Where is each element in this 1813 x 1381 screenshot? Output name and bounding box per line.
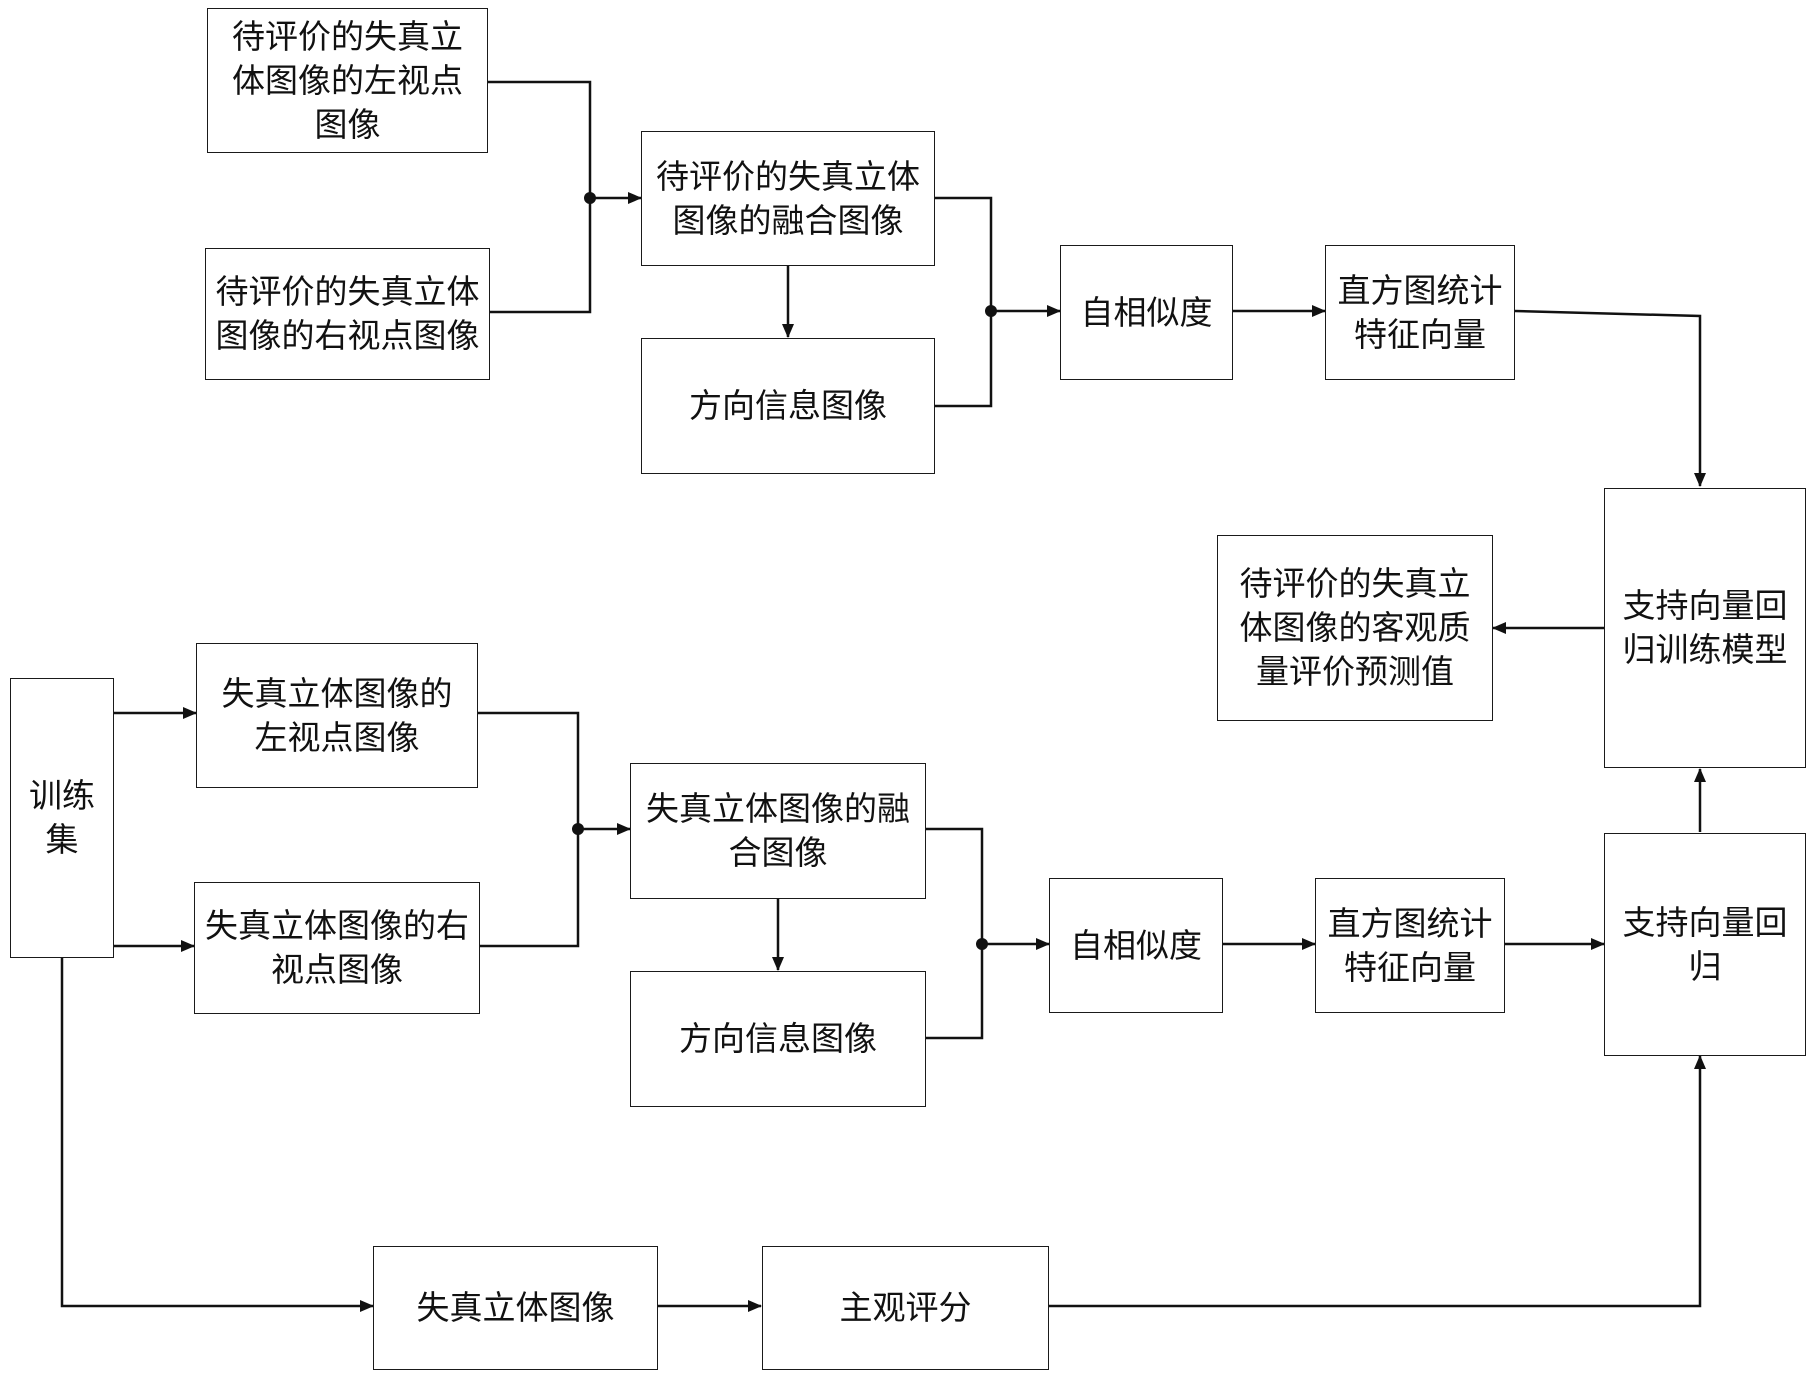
distorted-image-label: 失真立体图像 bbox=[417, 1286, 615, 1330]
bottom-right-view-box: 失真立体图像的右 视点图像 bbox=[194, 882, 480, 1014]
junction-dot bbox=[985, 305, 997, 317]
edge-bot-left-to-junction bbox=[478, 713, 578, 829]
prediction-label: 待评价的失真立 体图像的客观质 量评价预测值 bbox=[1240, 562, 1471, 694]
bottom-left-view-label: 失真立体图像的 左视点图像 bbox=[222, 672, 453, 760]
training-set-box: 训练 集 bbox=[10, 678, 114, 958]
top-fusion-box: 待评价的失真立体 图像的融合图像 bbox=[641, 131, 935, 266]
edge-top-right-to-junction bbox=[490, 198, 590, 312]
prediction-box: 待评价的失真立 体图像的客观质 量评价预测值 bbox=[1217, 535, 1493, 721]
top-orientation-box: 方向信息图像 bbox=[641, 338, 935, 474]
top-self-similarity-box: 自相似度 bbox=[1060, 245, 1233, 380]
bottom-histogram-box: 直方图统计 特征向量 bbox=[1315, 878, 1505, 1013]
bottom-orientation-box: 方向信息图像 bbox=[630, 971, 926, 1107]
bottom-left-view-box: 失真立体图像的 左视点图像 bbox=[196, 643, 478, 788]
svr-label: 支持向量回 归 bbox=[1623, 901, 1788, 989]
top-histogram-box: 直方图统计 特征向量 bbox=[1325, 245, 1515, 380]
top-orientation-label: 方向信息图像 bbox=[689, 384, 887, 428]
top-fusion-label: 待评价的失真立体 图像的融合图像 bbox=[656, 155, 920, 243]
distorted-image-box: 失真立体图像 bbox=[373, 1246, 658, 1370]
bottom-orientation-label: 方向信息图像 bbox=[679, 1017, 877, 1061]
edge-top-hist-to-model bbox=[1515, 311, 1700, 486]
top-right-view-box: 待评价的失真立体 图像的右视点图像 bbox=[205, 248, 490, 380]
junction-dot bbox=[976, 938, 988, 950]
edge-top-left-to-junction bbox=[487, 82, 590, 198]
svr-model-label: 支持向量回 归训练模型 bbox=[1623, 584, 1788, 672]
bottom-fusion-label: 失真立体图像的融 合图像 bbox=[646, 787, 910, 875]
top-self-similarity-label: 自相似度 bbox=[1081, 291, 1213, 335]
edge-top-fusion-to-junction bbox=[935, 198, 991, 311]
bottom-fusion-box: 失真立体图像的融 合图像 bbox=[630, 763, 926, 899]
bottom-self-similarity-label: 自相似度 bbox=[1070, 924, 1202, 968]
edge-subjective-to-svr bbox=[1048, 1056, 1700, 1306]
edge-bot-orientation-to-junction bbox=[926, 944, 982, 1038]
edge-bot-right-to-junction bbox=[480, 829, 578, 946]
svr-box: 支持向量回 归 bbox=[1604, 833, 1806, 1056]
subjective-score-box: 主观评分 bbox=[762, 1246, 1049, 1370]
edge-top-orientation-to-junction bbox=[935, 311, 991, 406]
top-histogram-label: 直方图统计 特征向量 bbox=[1338, 269, 1503, 357]
top-right-view-label: 待评价的失真立体 图像的右视点图像 bbox=[216, 270, 480, 358]
bottom-histogram-label: 直方图统计 特征向量 bbox=[1328, 902, 1493, 990]
bottom-right-view-label: 失真立体图像的右 视点图像 bbox=[205, 904, 469, 992]
training-set-label: 训练 集 bbox=[29, 774, 95, 862]
svr-model-box: 支持向量回 归训练模型 bbox=[1604, 488, 1806, 768]
subjective-score-label: 主观评分 bbox=[840, 1286, 972, 1330]
edge-bot-fusion-to-junction bbox=[926, 829, 982, 944]
top-left-view-label: 待评价的失真立 体图像的左视点 图像 bbox=[232, 15, 463, 147]
junction-dot bbox=[572, 823, 584, 835]
top-left-view-box: 待评价的失真立 体图像的左视点 图像 bbox=[207, 8, 488, 153]
junction-dot bbox=[584, 192, 596, 204]
bottom-self-similarity-box: 自相似度 bbox=[1049, 878, 1223, 1013]
